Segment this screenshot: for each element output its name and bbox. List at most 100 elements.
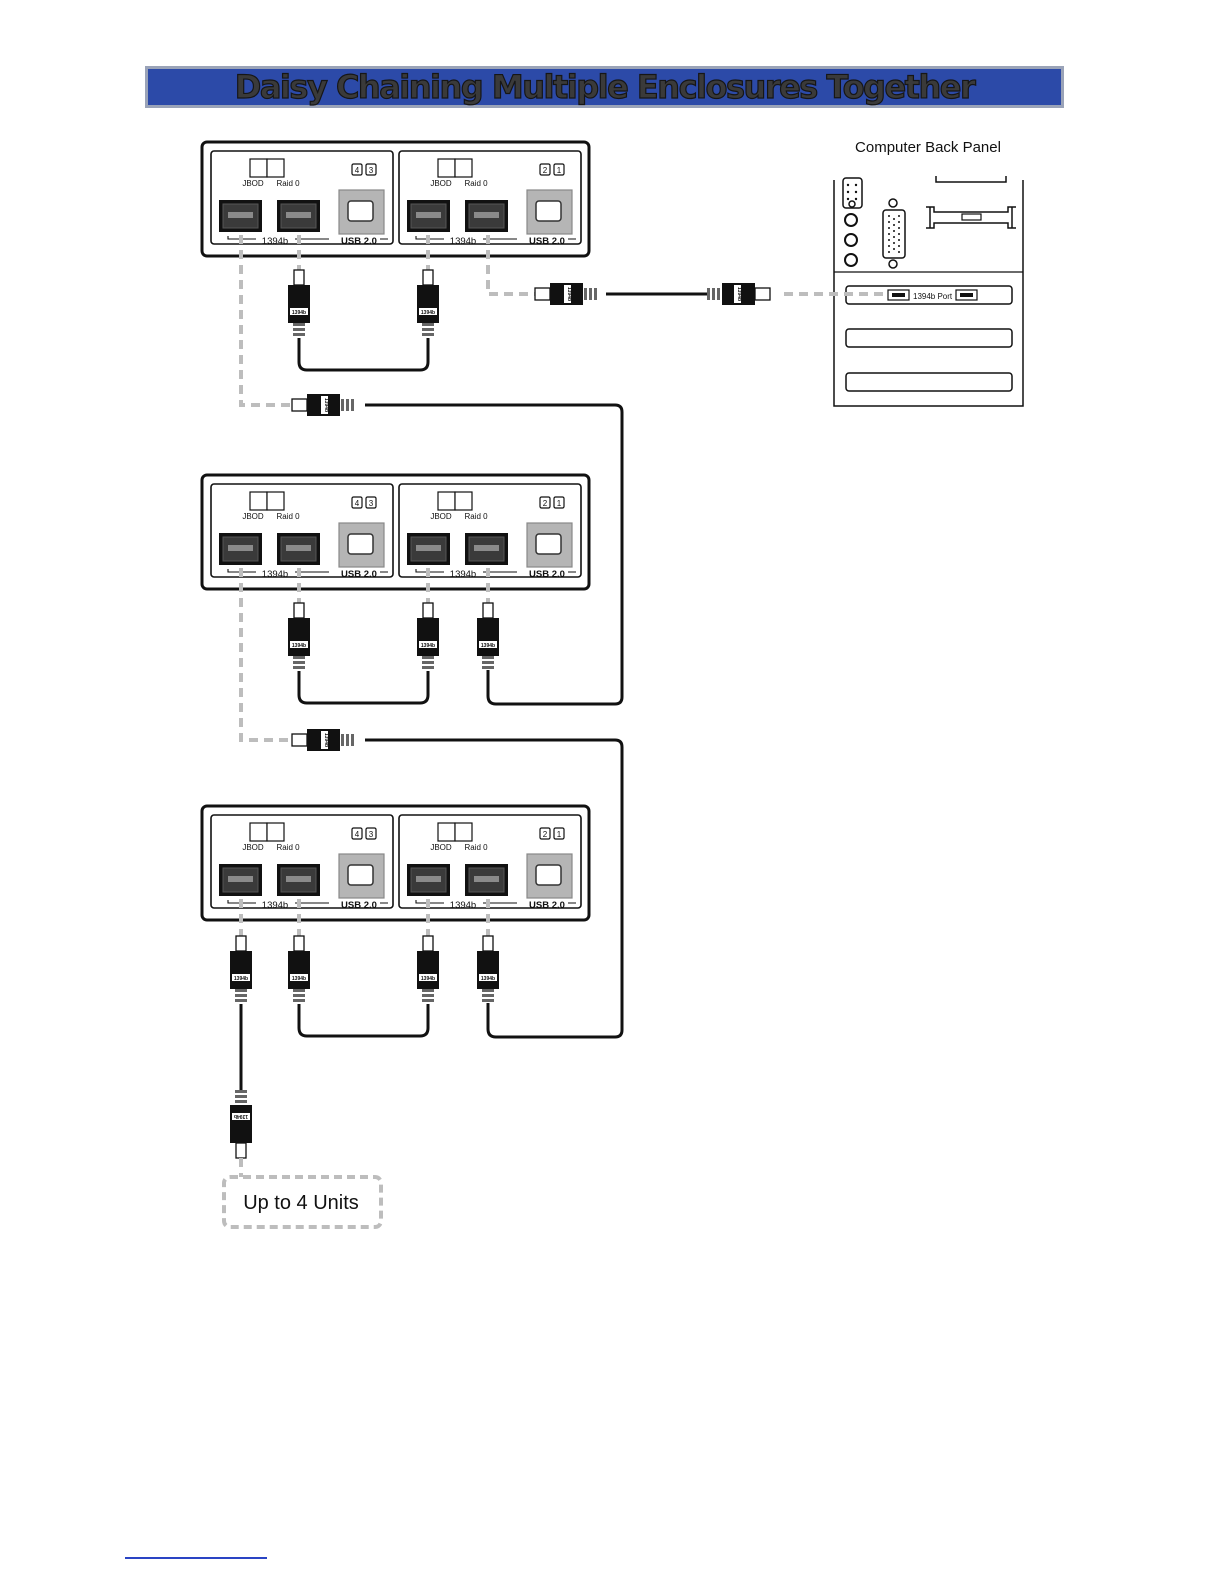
jbod-label: JBOD xyxy=(430,843,452,852)
svg-text:1394b: 1394b xyxy=(323,398,329,412)
dashed-guide xyxy=(239,235,292,407)
drive-bay-icon xyxy=(351,163,363,176)
computer-back-panel-label: Computer Back Panel xyxy=(855,139,1001,156)
drive-bay-icon xyxy=(539,827,551,840)
pc-expansion-slot xyxy=(845,372,1013,392)
raid0-label: Raid 0 xyxy=(464,512,488,521)
raid0-switch[interactable] xyxy=(266,158,285,178)
up-to-4-units-label: Up to 4 Units xyxy=(243,1192,359,1214)
cable-connector: 1394b xyxy=(291,394,354,416)
drive-number: 4 xyxy=(355,499,360,508)
svg-text:1394b: 1394b xyxy=(481,976,495,982)
usb-b-port[interactable] xyxy=(338,189,385,235)
drive-bay-icon xyxy=(539,163,551,176)
audio-jack-icon xyxy=(844,253,858,267)
cable-connector: 1394b xyxy=(288,269,310,336)
cable-connector: 1394b xyxy=(288,602,310,669)
jbod-switch[interactable] xyxy=(437,158,456,178)
cable-connector: 1394b xyxy=(417,935,439,1002)
cable-connector: 1394b xyxy=(477,602,499,669)
jbod-switch[interactable] xyxy=(249,822,268,842)
chain-cable xyxy=(365,738,624,1039)
raid0-switch[interactable] xyxy=(454,822,473,842)
jbod-switch[interactable] xyxy=(437,491,456,511)
port-1394b-label: 1394b xyxy=(450,569,476,580)
port-1394b-label: 1394b xyxy=(262,569,288,580)
drive-bay-icon xyxy=(539,496,551,509)
port-1394b-label: 1394b xyxy=(450,236,476,247)
jbod-switch[interactable] xyxy=(249,491,268,511)
drive-bay-icon xyxy=(553,496,565,509)
drive-bay-icon xyxy=(365,163,377,176)
svg-text:1394b: 1394b xyxy=(292,976,306,982)
drive-bay-icon xyxy=(553,163,565,176)
svg-text:1394b: 1394b xyxy=(323,733,329,747)
jbod-label: JBOD xyxy=(430,179,452,188)
usb-b-port[interactable] xyxy=(526,522,573,568)
jbod-label: JBOD xyxy=(430,512,452,521)
cable-connector: 1394b xyxy=(230,935,252,1002)
audio-jack-icon xyxy=(844,233,858,247)
svg-text:1394b: 1394b xyxy=(234,1113,248,1119)
cable-connector: 1394b xyxy=(707,283,771,305)
drive-number: 2 xyxy=(543,499,548,508)
drive-number: 4 xyxy=(355,166,360,175)
drive-bay-icon xyxy=(351,496,363,509)
cable-connector: 1394b xyxy=(230,1090,252,1159)
drive-number: 1 xyxy=(557,830,562,839)
diagram-title: Daisy Chaining Multiple Enclosures Toget… xyxy=(234,67,976,106)
usb-label: USB 2.0 xyxy=(529,900,565,911)
drive-number: 3 xyxy=(369,830,374,839)
drive-number: 2 xyxy=(543,166,548,175)
dashed-guide xyxy=(486,235,535,296)
raid0-label: Raid 0 xyxy=(276,179,300,188)
svg-text:1394b: 1394b xyxy=(421,976,435,982)
jbod-switch[interactable] xyxy=(437,822,456,842)
raid0-switch[interactable] xyxy=(454,158,473,178)
svg-text:1394b: 1394b xyxy=(292,643,306,649)
svg-text:1394b: 1394b xyxy=(292,310,306,316)
drive-number: 1 xyxy=(557,499,562,508)
chain-cable xyxy=(365,403,624,706)
jbod-label: JBOD xyxy=(242,843,264,852)
drive-bay-icon xyxy=(351,827,363,840)
drive-number: 4 xyxy=(355,830,360,839)
svg-text:1394b: 1394b xyxy=(421,310,435,316)
cable-connector: 1394b xyxy=(534,283,597,305)
jbod-label: JBOD xyxy=(242,512,264,521)
svg-text:1394b: 1394b xyxy=(566,287,572,301)
raid0-label: Raid 0 xyxy=(464,179,488,188)
jumper-cable xyxy=(297,1004,430,1038)
jumper-cable xyxy=(297,671,430,705)
dashed-guide xyxy=(239,568,292,742)
up-to-4-units-box: Up to 4 Units xyxy=(222,1175,383,1229)
svg-text:1394b: 1394b xyxy=(421,643,435,649)
raid0-switch[interactable] xyxy=(454,491,473,511)
cable-connector: 1394b xyxy=(417,269,439,336)
svg-text:1394b: 1394b xyxy=(234,976,248,982)
drive-number: 3 xyxy=(369,499,374,508)
pc-1394b-port-label: 1394b Port xyxy=(913,292,953,301)
svg-text:1394b: 1394b xyxy=(736,287,742,301)
raid0-label: Raid 0 xyxy=(276,843,300,852)
jbod-switch[interactable] xyxy=(249,158,268,178)
jbod-label: JBOD xyxy=(242,179,264,188)
drive-bay-icon xyxy=(553,827,565,840)
computer-back-panel: Computer Back Panel 1394b Port xyxy=(833,139,1024,407)
jumper-cable xyxy=(297,338,430,372)
raid0-label: Raid 0 xyxy=(464,843,488,852)
drive-number: 3 xyxy=(369,166,374,175)
svg-text:1394b: 1394b xyxy=(481,643,495,649)
port-1394b-label: 1394b xyxy=(262,900,288,911)
drive-bay-icon xyxy=(365,827,377,840)
port-1394b-label: 1394b xyxy=(450,900,476,911)
raid0-switch[interactable] xyxy=(266,822,285,842)
raid0-switch[interactable] xyxy=(266,491,285,511)
footer-rule xyxy=(125,1557,267,1559)
drive-number: 1 xyxy=(557,166,562,175)
cable-connector: 1394b xyxy=(477,935,499,1002)
port-1394b-label: 1394b xyxy=(262,236,288,247)
usb-label: USB 2.0 xyxy=(529,569,565,580)
raid0-label: Raid 0 xyxy=(276,512,300,521)
